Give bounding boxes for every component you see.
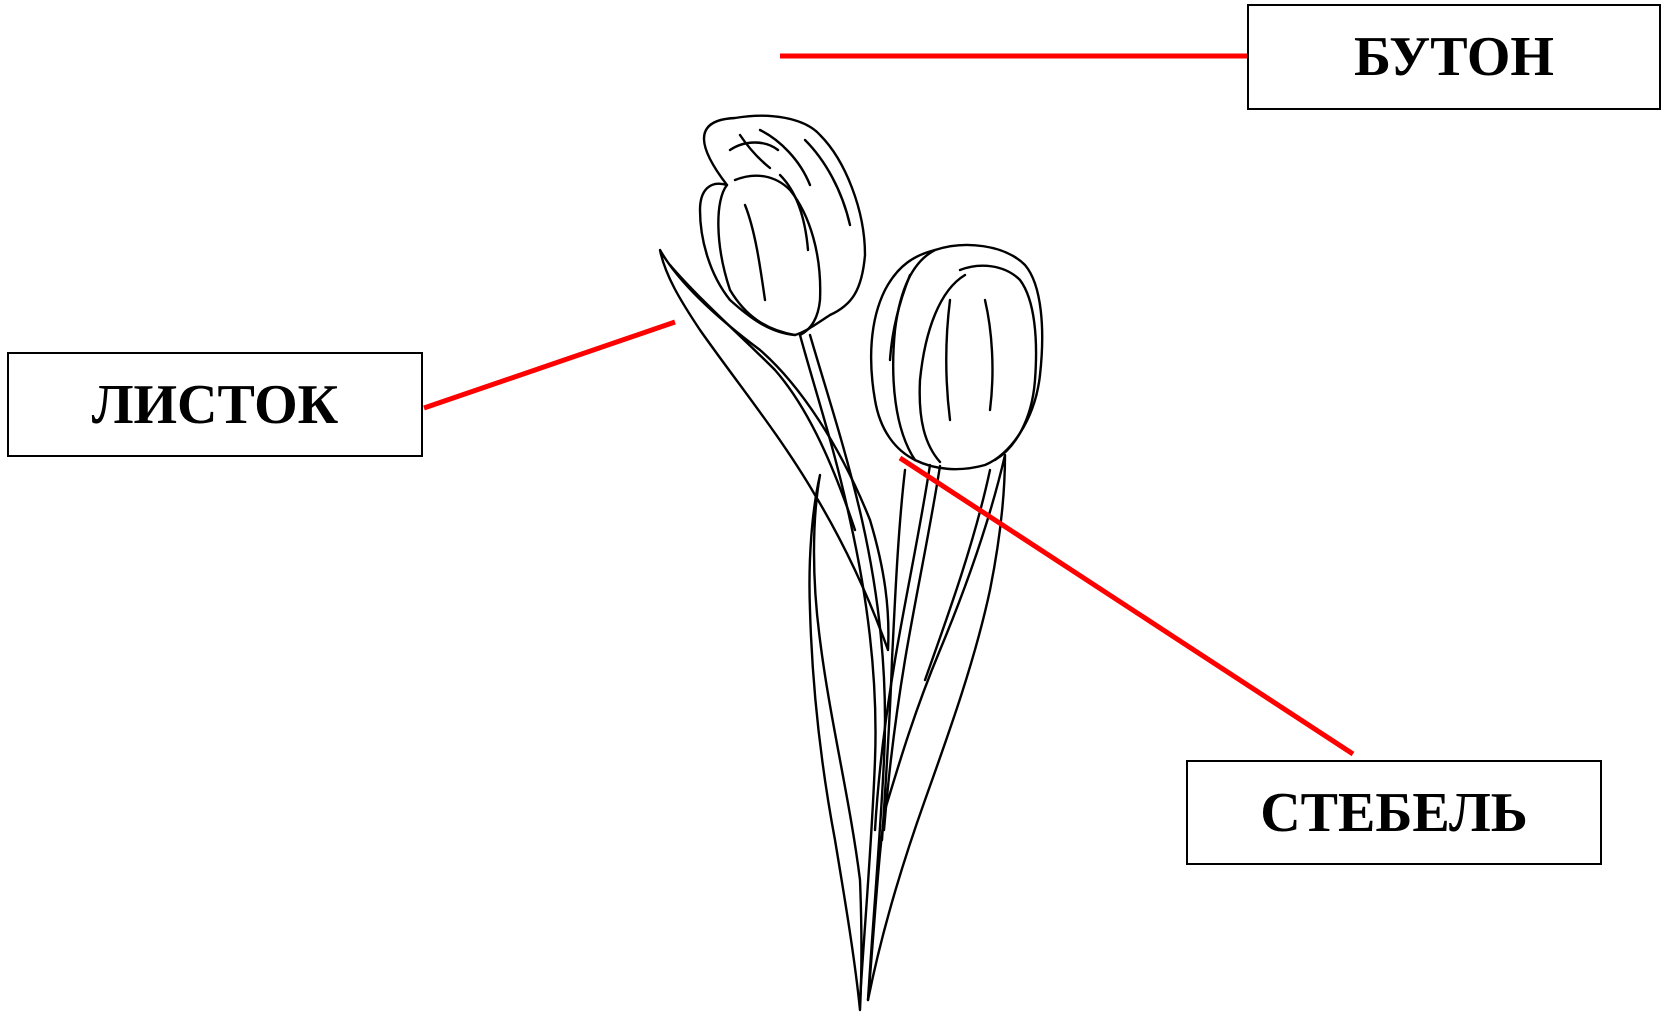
- leaf-label: ЛИСТОК: [91, 373, 339, 436]
- stem-pointer-line: [898, 455, 1355, 757]
- tulip-stems: [798, 333, 942, 1002]
- right-tulip-bud: [869, 243, 1044, 471]
- leaf-label-box: ЛИСТОК: [7, 352, 423, 457]
- stem-label: СТЕБЕЛЬ: [1260, 781, 1528, 844]
- bud-label: БУТОН: [1354, 26, 1554, 88]
- stem-label-box: СТЕБЕЛЬ: [1186, 760, 1602, 865]
- leaf-pointer-line: [423, 319, 676, 411]
- tulip-leaves: [658, 248, 1007, 1012]
- bud-label-box: БУТОН: [1247, 4, 1661, 110]
- left-tulip-bud: [698, 114, 867, 337]
